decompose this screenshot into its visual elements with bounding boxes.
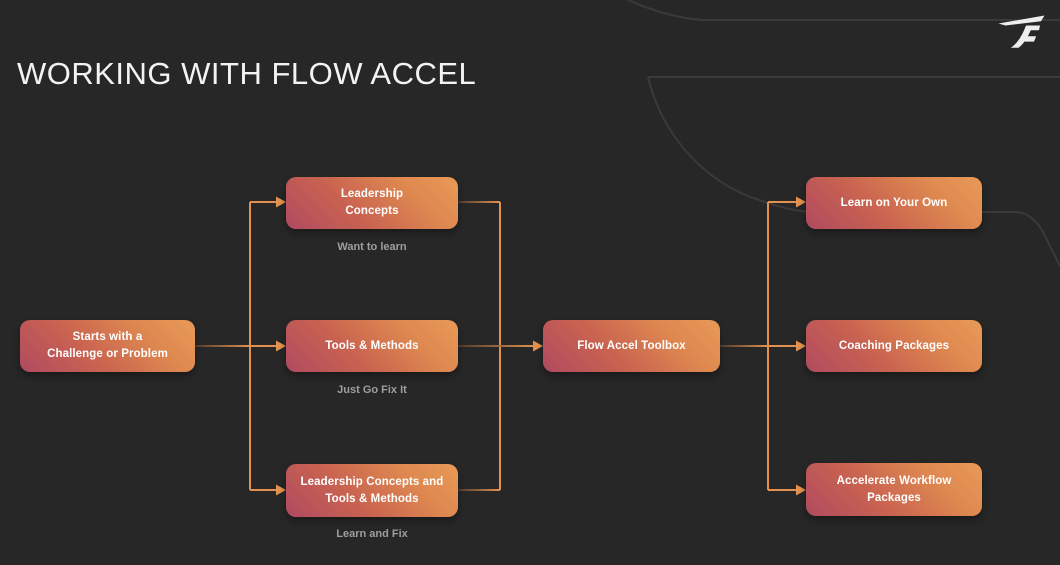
connector-junction3-branches: [768, 201, 797, 491]
connector-junction1-branches: [250, 201, 277, 491]
node-challenge-or-problem: Starts with a Challenge or Problem: [20, 320, 195, 372]
logo-blade: [998, 15, 1045, 26]
arrowhead-mid-3: [276, 484, 286, 496]
logo-f-body: [1010, 25, 1040, 48]
arrowhead-out-1: [796, 196, 806, 208]
node-learn-on-your-own: Learn on Your Own: [806, 177, 982, 229]
node-leadership-concepts: Leadership Concepts: [286, 177, 458, 229]
caption-learn-and-fix: Learn and Fix: [336, 528, 408, 540]
flow-accel-logo-icon: [998, 15, 1045, 48]
node-coaching-packages: Coaching Packages: [806, 320, 982, 372]
decor-curve-top: [627, 0, 1060, 21]
arrowhead-mid-1: [276, 196, 286, 208]
page-title: WORKING WITH FLOW ACCEL: [17, 56, 477, 91]
node-tools-and-methods: Tools & Methods: [286, 320, 458, 372]
node-accelerate-workflow-packages: Accelerate Workflow Packages: [806, 463, 982, 516]
arrowhead-hub: [533, 340, 543, 352]
node-flow-accel-toolbox: Flow Accel Toolbox: [543, 320, 720, 372]
arrowhead-mid-2: [276, 340, 286, 352]
decor-curve-swoosh: [647, 76, 1060, 267]
node-leadership-and-tools: Leadership Concepts and Tools & Methods: [286, 464, 458, 517]
caption-just-go-fix-it: Just Go Fix It: [337, 384, 407, 396]
caption-want-to-learn: Want to learn: [337, 241, 407, 253]
arrowhead-out-2: [796, 340, 806, 352]
arrowhead-out-3: [796, 484, 806, 496]
